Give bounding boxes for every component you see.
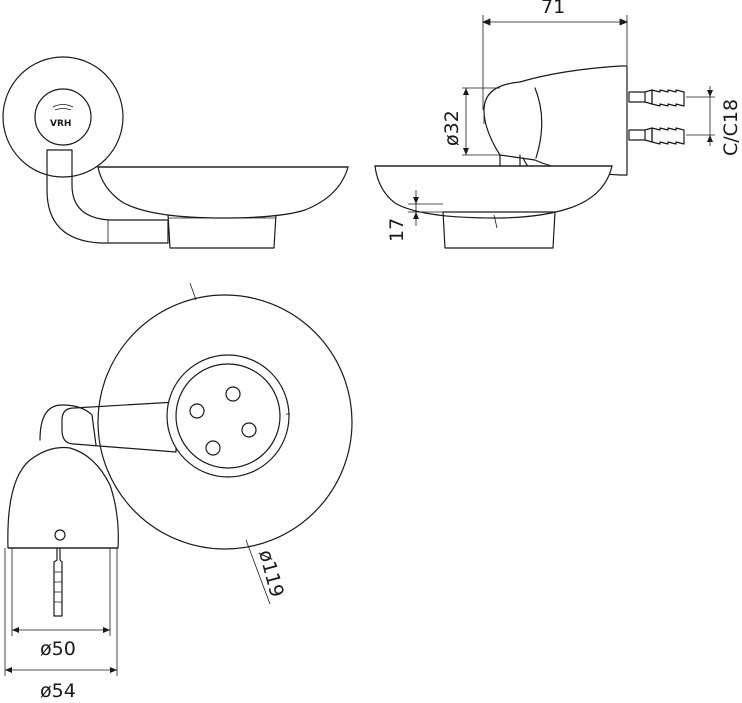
hose-connector-upper: [628, 89, 685, 107]
cup-ring-outer: [166, 354, 290, 478]
logo: VRH: [50, 104, 74, 129]
soap-dish-side-right: [374, 165, 613, 219]
support-arm: [46, 149, 169, 244]
dimension-base-diameter: ø32: [441, 110, 463, 146]
front-view: VRH: [2, 56, 349, 249]
logo-text: VRH: [50, 119, 71, 129]
hose-connector-top: [53, 547, 63, 617]
drain-hole: [189, 403, 205, 419]
dimension-cup-height: 17: [386, 218, 408, 242]
dimension-depth: 71: [541, 0, 565, 18]
wall-rosette-inner: [34, 88, 92, 146]
dimension-hose-connection: C/C18: [720, 99, 742, 156]
side-view: 71 ø32 C/C18: [374, 0, 742, 249]
drain-hole: [241, 422, 257, 438]
dimension-backplate-outer: ø54: [40, 680, 76, 702]
cup-holder-right: [442, 211, 556, 249]
wall-mount-bulb: [7, 446, 119, 549]
soap-dish-top: [97, 294, 353, 550]
top-view: ø119 ø50 ø54: [4, 282, 353, 702]
cup-holder: [167, 213, 277, 249]
dimension-backplate-inner: ø50: [40, 638, 76, 660]
support-arm-top: [61, 401, 177, 453]
wall-rosette-outer: [2, 56, 124, 178]
drain-hole: [205, 440, 221, 456]
dimension-dish-diameter: ø119: [254, 548, 288, 600]
drain-hole: [225, 386, 241, 402]
wall-mount-body: [483, 65, 628, 176]
hose-connector-lower: [628, 127, 685, 145]
soap-dish-side: [97, 166, 349, 219]
